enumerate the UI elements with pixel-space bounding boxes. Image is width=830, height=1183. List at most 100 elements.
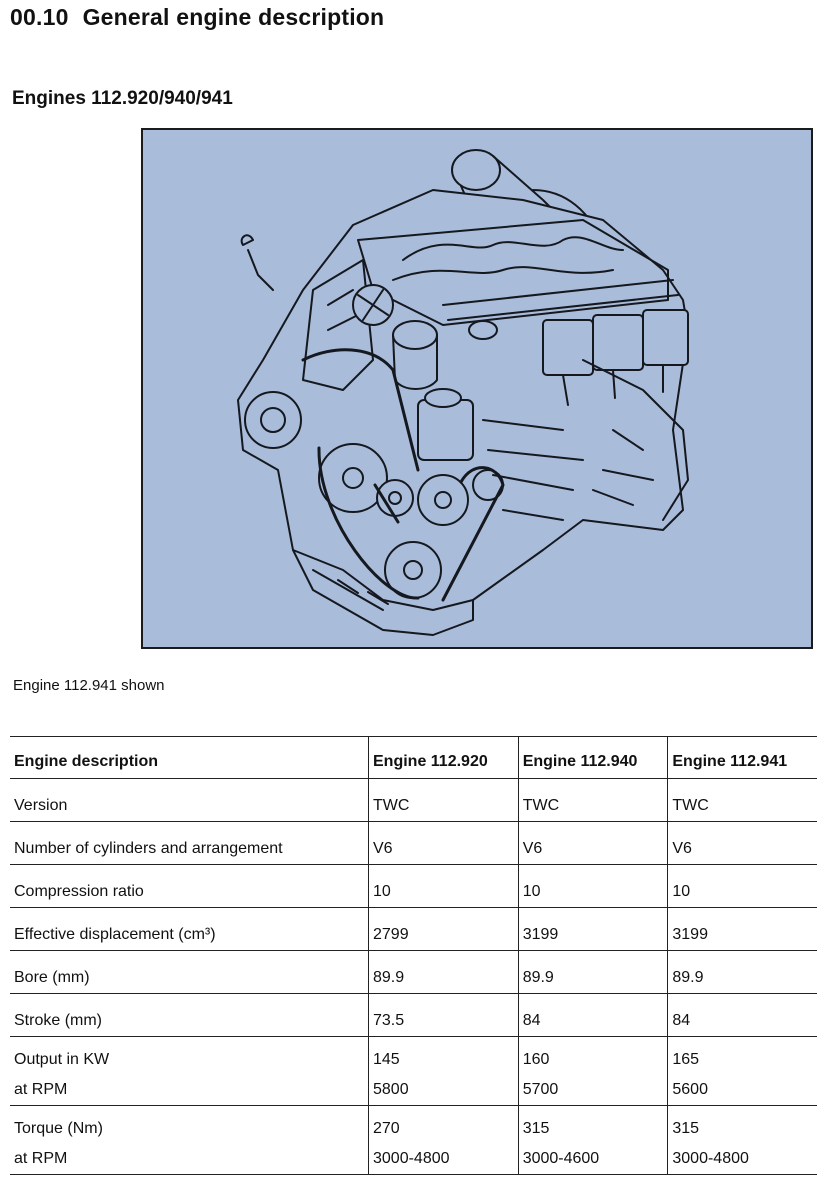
row-label: at RPM bbox=[14, 1150, 68, 1167]
row-label-cell: Output in KW at RPM bbox=[10, 1036, 369, 1106]
table-row: Effective displacement (cm³)2799 3199 3199 bbox=[10, 907, 817, 951]
cell-value: TWC bbox=[373, 797, 410, 814]
steering-pump-pulley bbox=[417, 474, 469, 526]
cell-value: V6 bbox=[373, 840, 393, 857]
row-label: Output in KW bbox=[14, 1051, 110, 1068]
reservoir-cap bbox=[392, 320, 438, 350]
table-row: Compression ratio 10 10 10 bbox=[10, 864, 817, 908]
value-cell: 315 3000-4600 bbox=[517, 1105, 668, 1175]
engines-subtitle: Engines 112.920/940/941 bbox=[12, 88, 233, 109]
row-label: at RPM bbox=[14, 1081, 68, 1098]
cell-value: 10 bbox=[373, 883, 391, 900]
value-cell: 165 5600 bbox=[667, 1036, 817, 1106]
power-steering-cap bbox=[424, 388, 462, 408]
row-label-cell: Number of cylinders and arrangement bbox=[10, 821, 369, 865]
engine-spec-table: Engine description Engine 112.920 Engine… bbox=[10, 736, 817, 1175]
vibration-damper bbox=[318, 443, 388, 513]
value-cell: 3199 bbox=[517, 907, 668, 951]
value-cell: 84 bbox=[667, 993, 817, 1037]
oil-filler-cap bbox=[468, 320, 498, 340]
manifold-rail bbox=[442, 279, 679, 321]
row-label-cell: Torque (Nm)at RPM bbox=[10, 1105, 369, 1175]
table-header-row: Engine description Engine 112.920 Engine… bbox=[10, 736, 817, 779]
cell-value: 3000-4600 bbox=[522, 1150, 600, 1167]
cell-value: 84 bbox=[672, 1012, 691, 1029]
dipstick bbox=[240, 234, 274, 291]
cell-value: 89.9 bbox=[373, 969, 405, 986]
value-cell: 2799 bbox=[368, 907, 519, 951]
row-label: Version bbox=[14, 797, 68, 814]
cell-value: 2799 bbox=[373, 926, 409, 943]
value-cell: 89.9 bbox=[517, 950, 668, 994]
coil-pack-2 bbox=[592, 314, 644, 371]
coil-pack-1 bbox=[542, 319, 594, 376]
cell-value: 315 bbox=[522, 1120, 550, 1137]
cell-value: 3199 bbox=[522, 926, 559, 943]
idler-pulley-hub bbox=[388, 491, 402, 505]
header-cell: Engine 112.941 bbox=[667, 736, 817, 779]
value-cell: V6 bbox=[368, 821, 519, 865]
value-cell: V6 bbox=[667, 821, 817, 865]
value-cell: TWC bbox=[667, 778, 817, 822]
row-label: Stroke (mm) bbox=[14, 1012, 102, 1029]
cell-value: 5600 bbox=[672, 1081, 708, 1098]
table-row: Stroke (mm) 73.5 84 84 bbox=[10, 993, 817, 1037]
manifold-ribs bbox=[392, 236, 624, 281]
cell-value: 10 bbox=[672, 883, 691, 900]
cell-value: 270 bbox=[373, 1120, 400, 1137]
value-cell: 3199 bbox=[667, 907, 817, 951]
value-cell: 89.9 bbox=[667, 950, 817, 994]
row-label-cell: Stroke (mm) bbox=[10, 993, 369, 1037]
cell-value: 5700 bbox=[522, 1081, 559, 1098]
cell-value: 165 bbox=[672, 1051, 700, 1068]
cell-value: 89.9 bbox=[672, 969, 704, 986]
cell-value: 73.5 bbox=[373, 1012, 405, 1029]
value-cell: V6 bbox=[517, 821, 668, 865]
cell-value: 315 bbox=[672, 1120, 700, 1137]
cell-value: V6 bbox=[672, 840, 692, 857]
cell-value: 84 bbox=[522, 1012, 541, 1029]
table-row: Version TWC TWC TWC bbox=[10, 778, 817, 822]
value-cell: TWC bbox=[368, 778, 519, 822]
block-ribs bbox=[482, 419, 584, 521]
power-steering-reservoir bbox=[417, 399, 474, 461]
crank-front-hub bbox=[260, 407, 286, 433]
vibration-damper-hub bbox=[342, 467, 364, 489]
header-cell: Engine 112.940 bbox=[517, 736, 668, 779]
value-cell: TWC bbox=[517, 778, 668, 822]
crank-front bbox=[244, 391, 302, 449]
cell-value: TWC bbox=[522, 797, 560, 814]
header-cell: Engine 112.920 bbox=[368, 736, 519, 779]
cell-value: 3199 bbox=[672, 926, 708, 943]
row-label: Bore (mm) bbox=[14, 969, 90, 986]
cylinder-head bbox=[302, 259, 374, 391]
section-title-text: General engine description bbox=[82, 4, 385, 30]
figure-caption: Engine 112.941 shown bbox=[13, 677, 165, 694]
row-label: Compression ratio bbox=[14, 883, 144, 900]
bellhousing bbox=[582, 359, 689, 521]
cell-value: V6 bbox=[522, 840, 543, 857]
engine-figure bbox=[141, 128, 813, 649]
row-label-cell: Effective displacement (cm³) bbox=[10, 907, 369, 951]
value-cell: 10 bbox=[368, 864, 519, 908]
steering-pump-hub bbox=[434, 491, 452, 509]
header-cell: Engine description bbox=[10, 736, 369, 779]
engine-illustration-icon bbox=[237, 149, 689, 636]
row-label-cell: Compression ratio bbox=[10, 864, 369, 908]
row-label-cell: Bore (mm) bbox=[10, 950, 369, 994]
value-cell: 73.5 bbox=[368, 993, 519, 1037]
cell-value: TWC bbox=[672, 797, 709, 814]
value-cell: 84 bbox=[517, 993, 668, 1037]
drive-belt bbox=[301, 348, 505, 602]
intake-opening bbox=[451, 149, 501, 191]
row-label: Number of cylinders and arrangement bbox=[14, 840, 283, 857]
oil-pan bbox=[292, 549, 474, 636]
cell-value: 145 bbox=[373, 1051, 400, 1068]
value-cell: 10 bbox=[667, 864, 817, 908]
cell-value: 10 bbox=[522, 883, 541, 900]
